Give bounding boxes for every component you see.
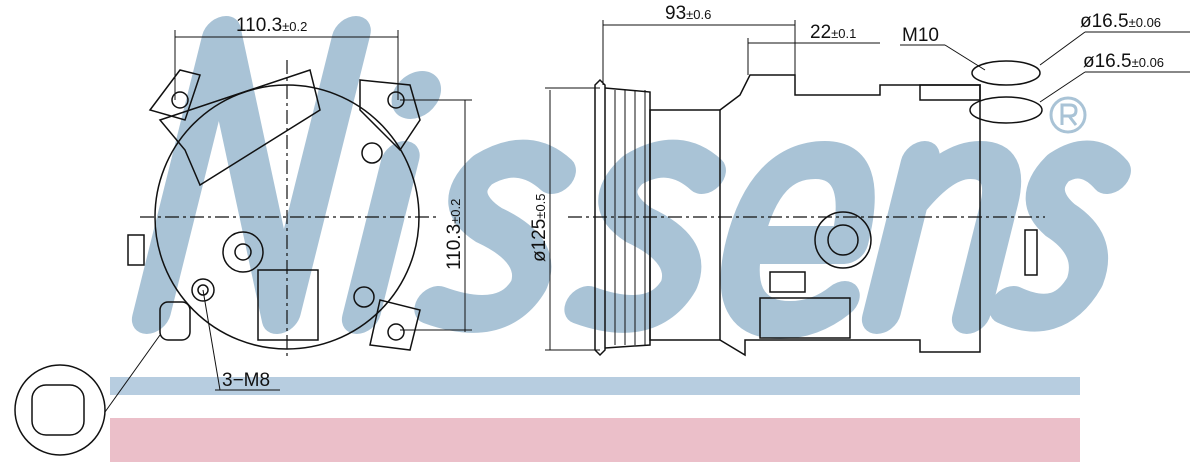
blue-band — [110, 377, 1080, 395]
front-height-dimension: 110.3±0.2 — [444, 199, 465, 270]
front-view — [14, 30, 472, 456]
length-dimension: 93±0.6 — [665, 3, 711, 24]
registered-mark — [1049, 96, 1087, 134]
nissens-watermark — [131, 16, 1131, 339]
pulley-diameter-dimension: ø125±0.5 — [529, 193, 550, 262]
offset-dimension: 22±0.1 — [810, 22, 856, 43]
port1-dimension: ø16.5±0.06 — [1080, 11, 1161, 32]
pink-band — [110, 418, 1080, 462]
front-width-dimension: 110.3±0.2 — [236, 15, 307, 36]
mount-bolts-label: 3−M8 — [222, 370, 270, 391]
side-view — [545, 20, 1190, 357]
port2-dimension: ø16.5±0.06 — [1083, 51, 1164, 72]
thread-label: M10 — [902, 25, 939, 46]
